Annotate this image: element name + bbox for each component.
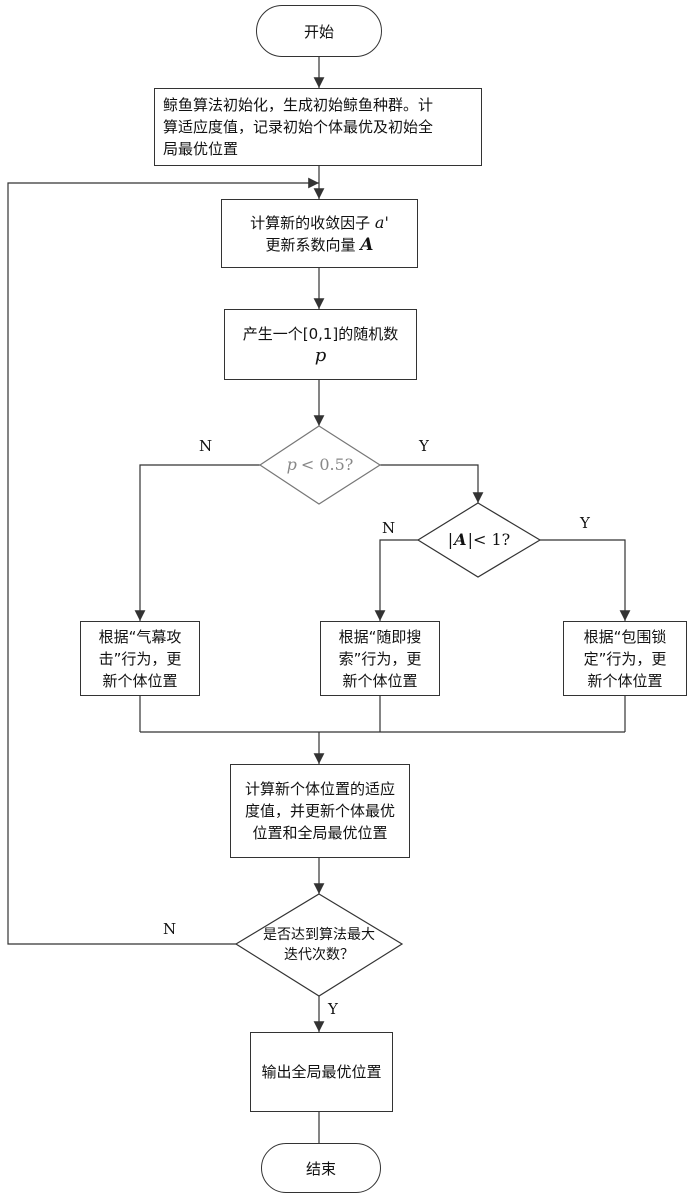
start-label: 开始: [304, 21, 334, 42]
fitness-box: 计算新个体位置的适应 度值，并更新个体最优 位置和全局最优位置: [230, 764, 410, 858]
arrow-a-yes: [540, 540, 625, 621]
encircle-box: 根据“包围锁 定”行为，更 新个体位置: [563, 621, 687, 696]
fitness-line-2: 度值，并更新个体最优: [245, 800, 395, 822]
label-p-no: N: [199, 437, 212, 455]
search-line-3: 新个体位置: [342, 670, 417, 692]
search-line-1: 根据“随即搜: [339, 626, 422, 648]
init-line-3: 局最优位置: [163, 138, 238, 160]
encircle-line-3: 新个体位置: [587, 670, 662, 692]
label-iter-yes: Y: [328, 1000, 338, 1018]
random-line-1: 产生一个[0,1]的随机数: [243, 323, 399, 345]
decision-p-condition: < 0.5?: [301, 455, 354, 475]
random-search-box: 根据“随即搜 索”行为，更 新个体位置: [320, 621, 440, 696]
fitness-line-1: 计算新个体位置的适应: [245, 778, 395, 800]
random-p-symbol: p: [315, 345, 327, 367]
fitness-line-3: 位置和全局最优位置: [252, 822, 387, 844]
label-a-yes: Y: [580, 514, 590, 532]
decision-iter-text: 是否达到算法最大 迭代次数？: [250, 924, 388, 966]
bubble-line-1: 根据“气幕攻: [99, 626, 182, 648]
init-line-1: 鲸鱼算法初始化，生成初始鲸鱼种群。计: [163, 94, 433, 116]
random-box: 产生一个[0,1]的随机数 p: [224, 309, 417, 380]
end-label: 结束: [306, 1158, 336, 1179]
update-line-2: 更新系数向量 A: [266, 234, 374, 256]
update-line-1: 计算新的收敛因子 a': [250, 212, 389, 234]
init-line-2: 算适应度值，记录初始个体最优及初始全: [163, 116, 433, 138]
decision-p-symbol: p: [287, 455, 297, 475]
decision-a-symbol: A: [454, 530, 466, 550]
arrow-a-no: [380, 540, 418, 621]
encircle-line-2: 定”行为，更: [584, 648, 667, 670]
end-terminator: 结束: [261, 1143, 381, 1193]
decision-a-bar: |: [448, 530, 453, 550]
init-box: 鲸鱼算法初始化，生成初始鲸鱼种群。计 算适应度值，记录初始个体最优及初始全 局最…: [154, 88, 482, 166]
arrow-p-no: [140, 465, 260, 621]
update-text-1: 计算新的收敛因子: [250, 214, 370, 232]
decision-a-condition: |< 1?: [468, 530, 511, 550]
output-label: 输出全局最优位置: [261, 1061, 381, 1083]
encircle-line-1: 根据“包围锁: [584, 626, 667, 648]
label-a-no: N: [382, 519, 395, 537]
convergence-factor-symbol: a': [375, 213, 389, 232]
iter-line-2: 迭代次数？: [284, 945, 354, 965]
decision-a-text: | A |< 1?: [420, 527, 538, 553]
update-box: 计算新的收敛因子 a' 更新系数向量 A: [221, 199, 418, 268]
bubble-attack-box: 根据“气幕攻 击”行为，更 新个体位置: [80, 621, 200, 696]
start-terminator: 开始: [256, 5, 382, 57]
label-p-yes: Y: [419, 437, 429, 455]
iter-line-1: 是否达到算法最大: [263, 925, 375, 945]
label-iter-no: N: [163, 920, 176, 938]
arrow-p-yes: [380, 465, 478, 503]
bubble-line-2: 击”行为，更: [99, 648, 182, 670]
bubble-line-3: 新个体位置: [102, 670, 177, 692]
update-text-2: 更新系数向量: [266, 236, 356, 254]
coefficient-vector-symbol: A: [360, 235, 373, 255]
output-box: 输出全局最优位置: [250, 1032, 393, 1112]
search-line-2: 索”行为，更: [339, 648, 422, 670]
decision-p-text: p < 0.5?: [262, 452, 378, 478]
